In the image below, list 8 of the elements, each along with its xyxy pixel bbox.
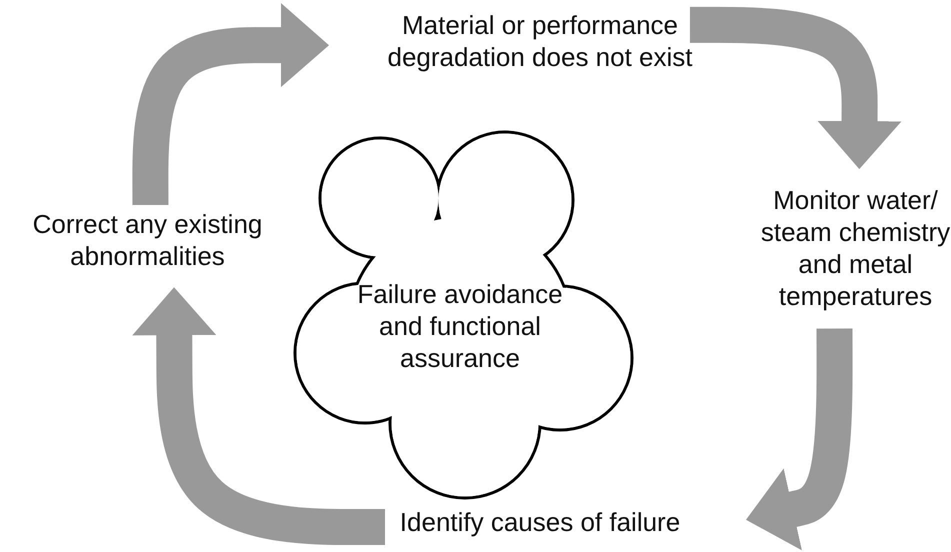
cloud-label: Failure avoidance and functional assurance [356, 278, 564, 374]
step-label: Monitor water/ steam chemistry and metal temperatures [760, 184, 951, 312]
step-label: Correct any existing abnormalities [32, 208, 264, 272]
curved-arrow [132, 287, 385, 545]
step-label: Material or performance degradation does not exist [386, 9, 694, 73]
step-label: Identify causes of failure [398, 506, 682, 538]
curved-arrow [690, 6, 902, 170]
curved-arrow [746, 328, 853, 550]
